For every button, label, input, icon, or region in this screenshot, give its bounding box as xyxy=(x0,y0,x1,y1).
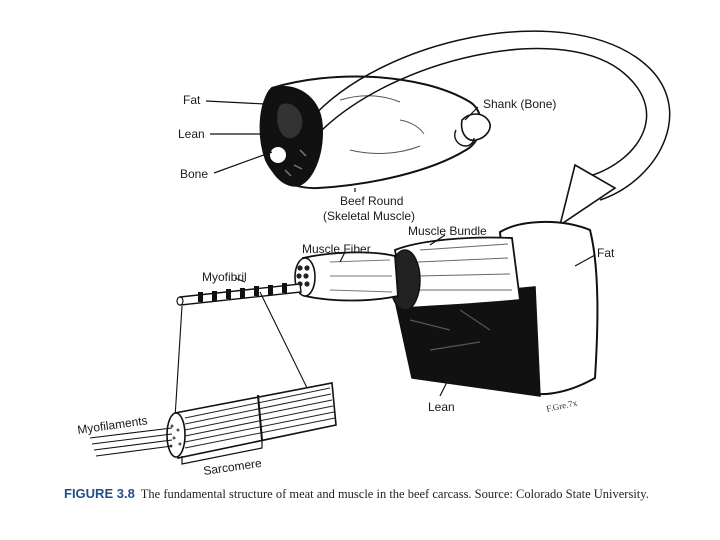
label-beef-round: Beef Round xyxy=(340,194,403,208)
figure-caption: FIGURE 3.8 The fundamental structure of m… xyxy=(64,486,704,502)
label-lean-bottom: Lean xyxy=(428,400,455,414)
artist-signature: F.Gre.7x xyxy=(545,398,578,414)
label-muscle-bundle: Muscle Bundle xyxy=(408,224,487,238)
label-shank-bone: Shank (Bone) xyxy=(483,97,556,111)
figure-number: FIGURE 3.8 xyxy=(64,486,135,501)
label-sarcomere: Sarcomere xyxy=(202,456,262,478)
label-skeletal-muscle: (Skeletal Muscle) xyxy=(323,209,415,223)
label-lean-top: Lean xyxy=(178,127,205,141)
label-fat-right: Fat xyxy=(597,246,615,260)
label-fat-top: Fat xyxy=(183,93,201,107)
label-bone: Bone xyxy=(180,167,208,181)
caption-text: The fundamental structure of meat and mu… xyxy=(141,487,649,501)
beef-round-illustration xyxy=(261,76,490,188)
label-muscle-fiber: Muscle Fiber xyxy=(302,242,371,256)
label-myofibril: Myofibril xyxy=(202,270,247,284)
label-myofilaments: Myofilaments xyxy=(76,413,148,437)
